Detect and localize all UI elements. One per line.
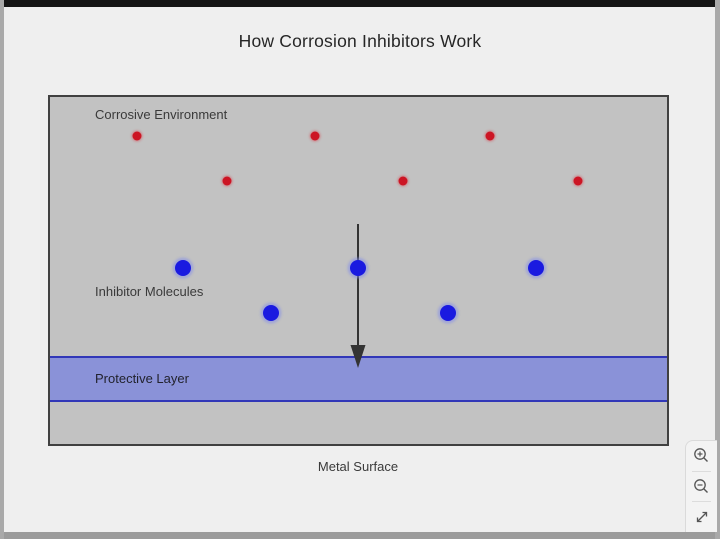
frame-right-edge: [715, 0, 720, 539]
fullscreen-button[interactable]: [686, 502, 717, 532]
expand-arrows-icon: [696, 512, 707, 523]
zoom-out-button[interactable]: [686, 472, 717, 502]
inhibitor-molecules-label: Inhibitor Molecules: [95, 284, 204, 299]
magnifier-plus-icon: [694, 448, 708, 463]
metal-surface-label: Metal Surface: [317, 459, 399, 474]
controls-divider: [692, 470, 711, 472]
diagram-canvas: Corrosive Environment Inhibitor Molecule…: [48, 95, 669, 446]
magnifier-minus-icon: [694, 479, 708, 493]
controls-divider: [692, 501, 711, 503]
protective-layer-band: Protective Layer: [50, 356, 667, 402]
frame-left-edge: [0, 0, 4, 539]
zoom-in-button[interactable]: [686, 441, 717, 471]
diagram-title: How Corrosion Inhibitors Work: [238, 31, 482, 51]
corrosive-environment-label: Corrosive Environment: [95, 107, 228, 122]
frame-top-edge: [4, 0, 715, 7]
protective-layer-label: Protective Layer: [95, 371, 189, 386]
frame-bottom-edge: [4, 532, 715, 539]
viewer-controls-panel: [685, 440, 717, 532]
